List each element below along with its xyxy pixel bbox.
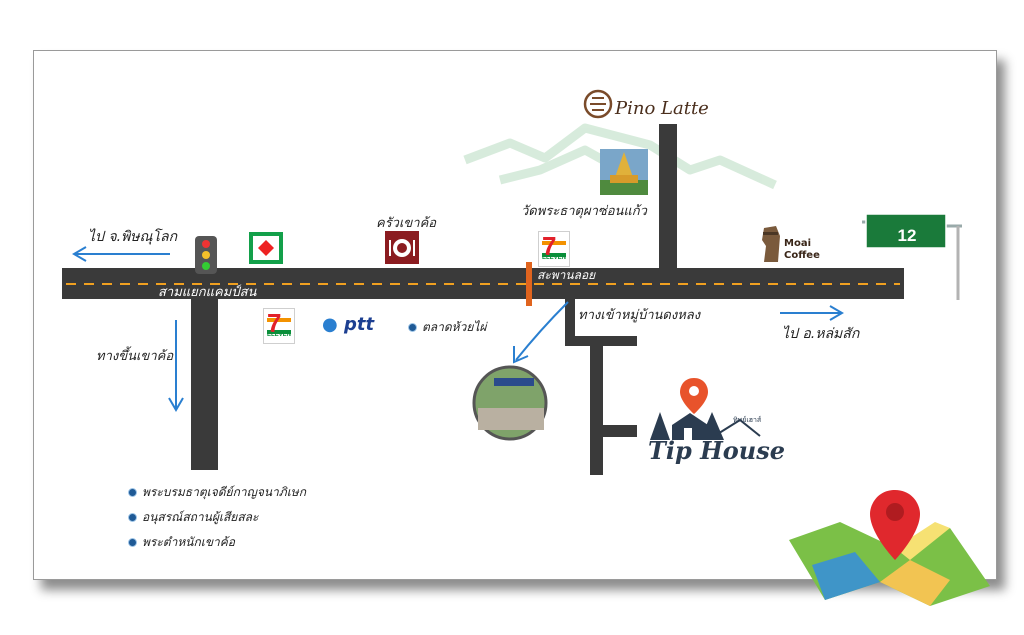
pt-station-icon (249, 232, 283, 264)
restaurant-icon (385, 231, 419, 264)
market-label: ตลาดห้วยไผ่ (408, 318, 486, 337)
highway-number: 12 (897, 226, 917, 245)
bullet-icon (128, 538, 137, 547)
north-road (659, 124, 677, 274)
arrow-south (168, 320, 184, 412)
temple-label: วัดพระธาตุผาซ่อนแก้ว (521, 204, 647, 219)
market-photo (472, 365, 548, 441)
arrow-west (72, 246, 170, 262)
ptt-label: ● ptt (322, 314, 375, 335)
tip-house-logo (650, 412, 761, 440)
restaurant-label: ครัวเขาค้อ (376, 216, 437, 231)
village-road-label: ทางเข้าหมู่บ้านดงหลง (578, 308, 701, 323)
bullet-icon (408, 323, 417, 332)
moai-coffee-label: Moai Coffee (784, 238, 820, 261)
pino-latte-label: Pino Latte (615, 98, 709, 119)
temple-photo (600, 149, 648, 195)
west-direction-label: ไป จ.พิษณุโลก (88, 229, 178, 245)
bridge-marker (526, 262, 532, 306)
main-intersection-label: สามแยกแคมป์สน (158, 285, 257, 300)
attraction-item: พระตำหนักเขาค้อ (128, 533, 235, 552)
highway-sign (862, 213, 962, 300)
tip-house-thai-label: ทิพย์เฮาส์ (733, 416, 762, 424)
village-road (565, 299, 637, 346)
tip-house-label: Tip House (648, 436, 786, 465)
bridge-label: สะพานลอย (537, 268, 596, 282)
bullet-icon (128, 513, 137, 522)
location-pin-icon (680, 378, 708, 414)
traffic-light-icon (195, 236, 217, 274)
attraction-item: อนุสรณ์สถานผู้เสียสละ (128, 508, 258, 527)
folded-map-icon (789, 490, 990, 606)
south-road (191, 290, 218, 470)
moai-icon (762, 226, 780, 262)
east-direction-label: ไป อ.หล่มสัก (782, 326, 860, 342)
arrow-market (513, 301, 569, 364)
arrow-east (780, 305, 844, 321)
bullet-icon (128, 488, 137, 497)
pino-latte-icon (583, 89, 613, 119)
south-direction-label: ทางขึ้นเขาค้อ (96, 349, 174, 364)
attraction-item: พระบรมธาตุเจดีย์กาญจนาภิเษก (128, 483, 306, 502)
ptt-drop-icon: ● (322, 314, 338, 335)
